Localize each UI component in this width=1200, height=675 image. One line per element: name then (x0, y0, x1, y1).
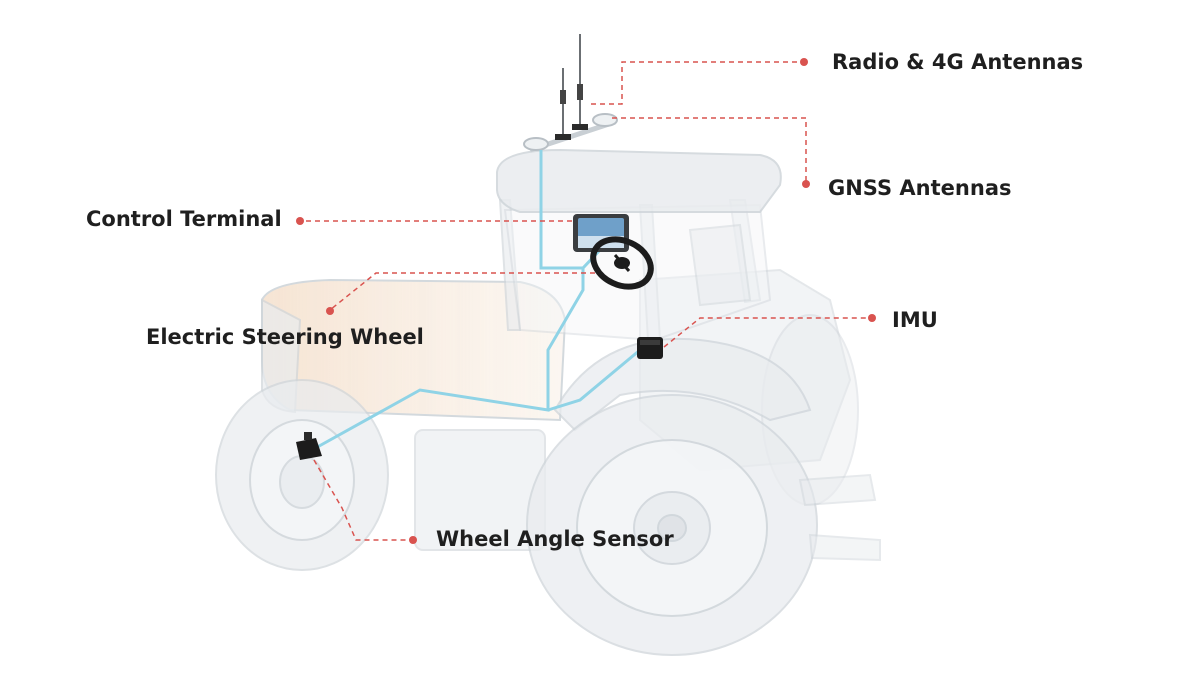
callout-radio-antennas (591, 61, 802, 105)
dot-gnss-antennas (802, 180, 810, 188)
rear-hitch (798, 473, 881, 562)
rear-left-wheel (526, 394, 818, 656)
steering-wheel-device (590, 236, 654, 290)
callout-wheel-angle-sensor (313, 459, 412, 541)
label-radio-4g-antennas: Radio & 4G Antennas (832, 50, 1084, 74)
gnss-antenna-left (523, 137, 549, 151)
wire-body-to-imu (547, 348, 641, 412)
wire-terminal-to-body (311, 268, 585, 452)
label-wheel-angle-sensor: Wheel Angle Sensor (436, 527, 674, 551)
label-imu: IMU (892, 308, 938, 332)
label-electric-steering-wheel: Electric Steering Wheel (146, 325, 424, 349)
dot-imu (868, 314, 876, 322)
front-left-wheel (215, 379, 389, 571)
callout-electric-steering-wheel (329, 272, 595, 311)
front-fender (553, 337, 812, 432)
dot-wheel-angle-sensor (409, 536, 417, 544)
seat (688, 223, 752, 307)
cab-roof (496, 148, 782, 213)
dot-radio-antennas (800, 58, 808, 66)
label-gnss-antennas: GNSS Antennas (828, 176, 1012, 200)
gnss-antenna-right (592, 113, 618, 127)
dot-control-terminal (296, 217, 304, 225)
components (296, 214, 663, 460)
wheel-angle-sensor-device (296, 432, 322, 460)
tractor-illustration (215, 148, 881, 656)
label-control-terminal: Control Terminal (86, 207, 282, 231)
callout-dots (296, 58, 876, 544)
callout-gnss-antennas (612, 117, 807, 182)
imu-device (637, 337, 663, 359)
antenna-assembly (523, 34, 618, 153)
callout-imu (663, 317, 872, 348)
dot-electric-steering-wheel (326, 307, 334, 315)
callouts (302, 61, 872, 541)
